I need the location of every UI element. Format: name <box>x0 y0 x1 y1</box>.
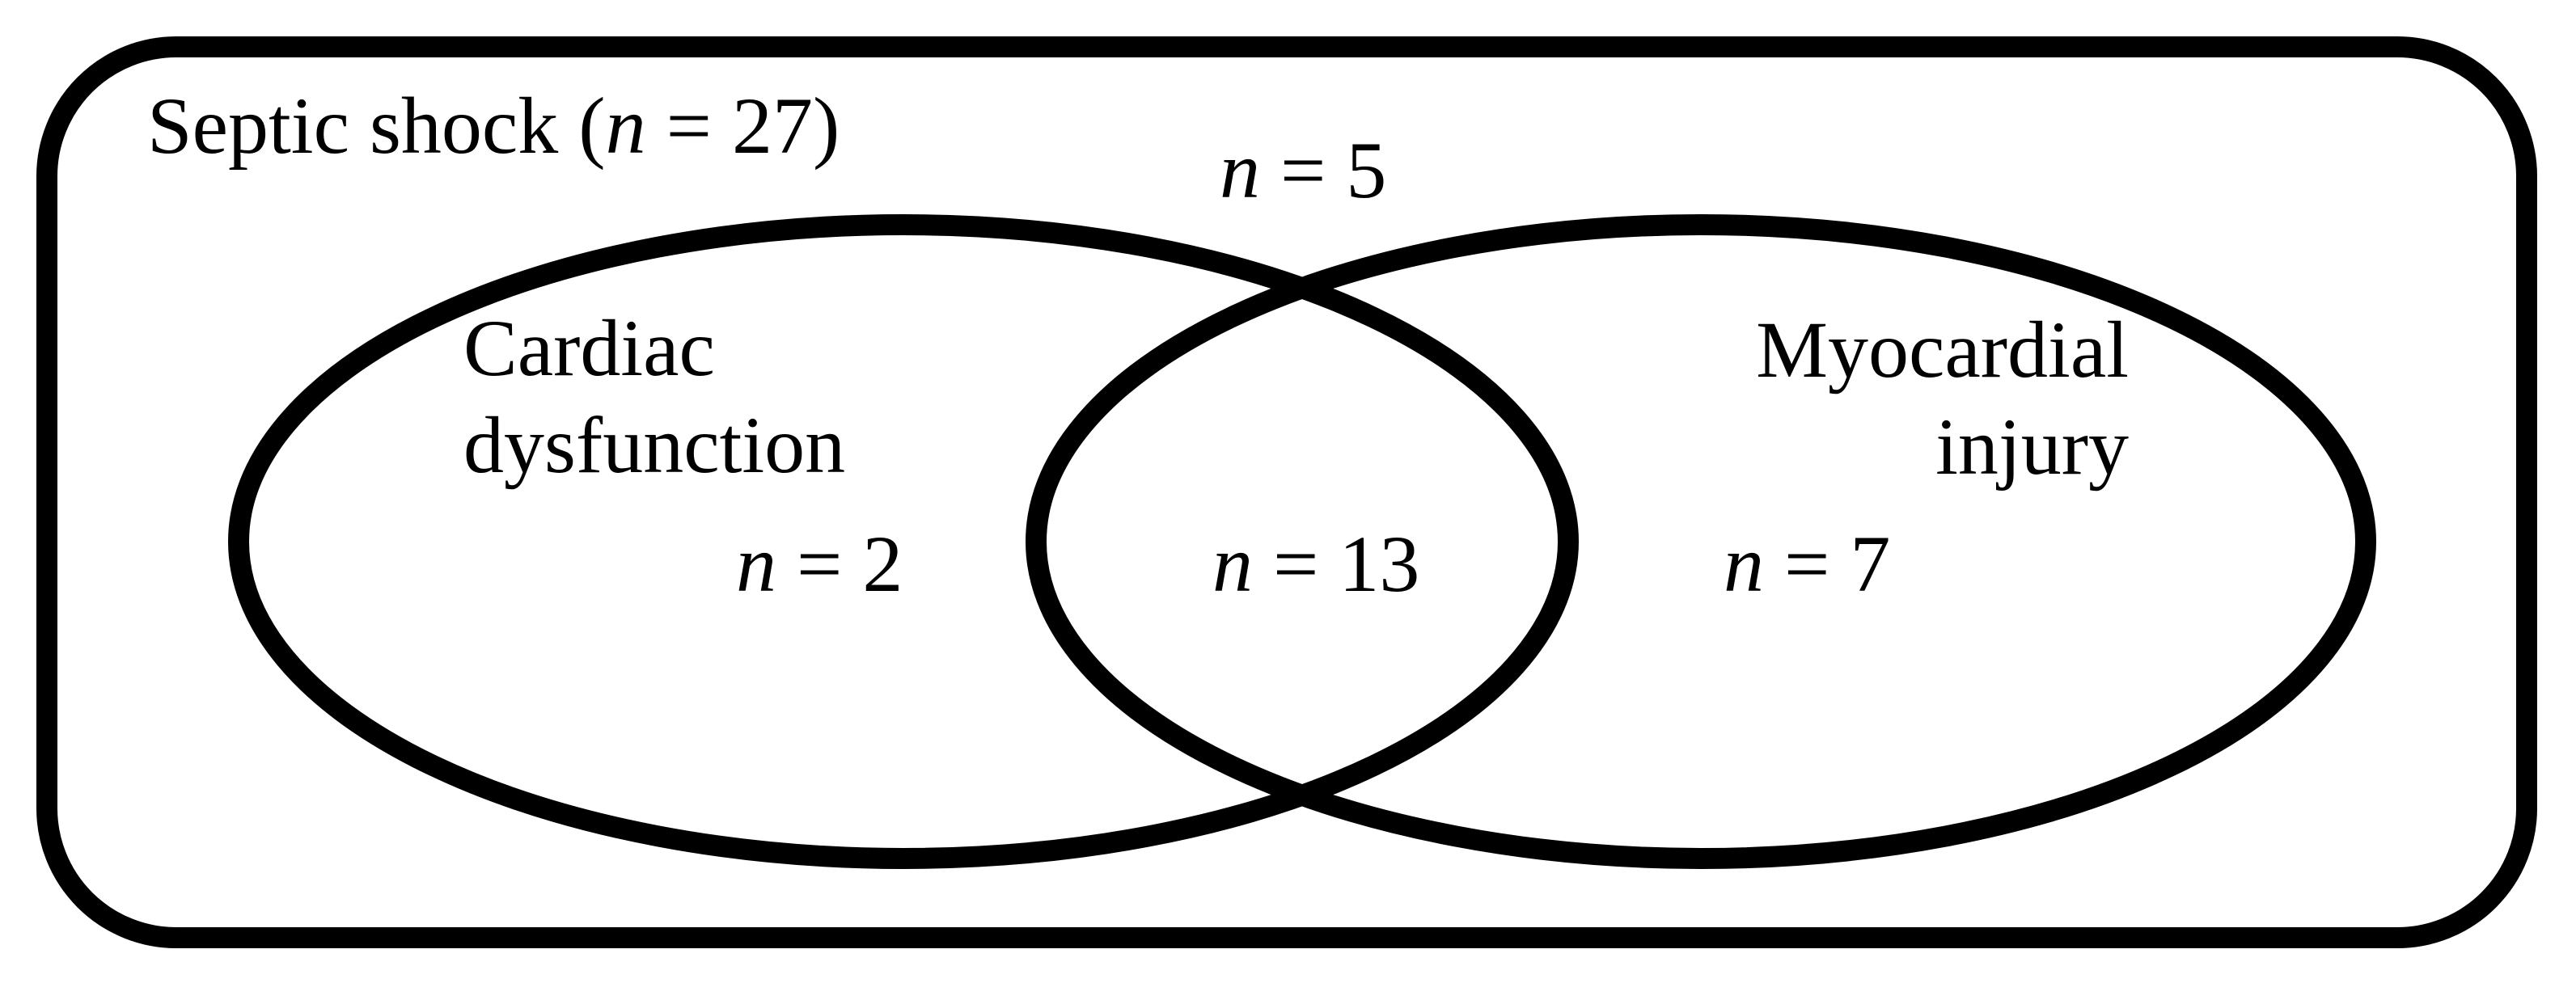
left-only-count-value: = 2 <box>776 519 903 609</box>
left-set-label: Cardiac dysfunction <box>463 300 845 494</box>
outside-count-n-symbol: n <box>1220 125 1260 215</box>
left-set-ellipse <box>228 214 1579 869</box>
intersection-count-label: n = 13 <box>1212 516 1419 613</box>
universe-label: Septic shock (n = 27) <box>147 78 840 175</box>
right-only-count-n-symbol: n <box>1724 519 1764 609</box>
left-set-label-line1: Cardiac <box>463 303 715 393</box>
right-set-label-line2: injury <box>1935 402 2129 492</box>
intersection-count-n-symbol: n <box>1212 519 1253 609</box>
universe-label-n-symbol: n <box>605 81 646 171</box>
left-only-count-label: n = 2 <box>736 516 903 613</box>
right-set-ellipse <box>1026 214 2376 869</box>
universe-boundary <box>36 36 2537 948</box>
intersection-count-value: = 13 <box>1253 519 1420 609</box>
right-only-count-label: n = 7 <box>1724 516 1890 613</box>
universe-label-suffix: = 27) <box>645 81 840 171</box>
left-set-label-line2: dysfunction <box>463 400 846 490</box>
outside-count-value: = 5 <box>1260 125 1387 215</box>
right-set-label: Myocardial injury <box>1756 302 2129 496</box>
left-only-count-n-symbol: n <box>736 519 776 609</box>
right-set-label-line1: Myocardial <box>1756 305 2129 394</box>
outside-count-label: n = 5 <box>1220 122 1386 219</box>
right-only-count-value: = 7 <box>1764 519 1891 609</box>
universe-label-prefix: Septic shock ( <box>147 81 606 171</box>
